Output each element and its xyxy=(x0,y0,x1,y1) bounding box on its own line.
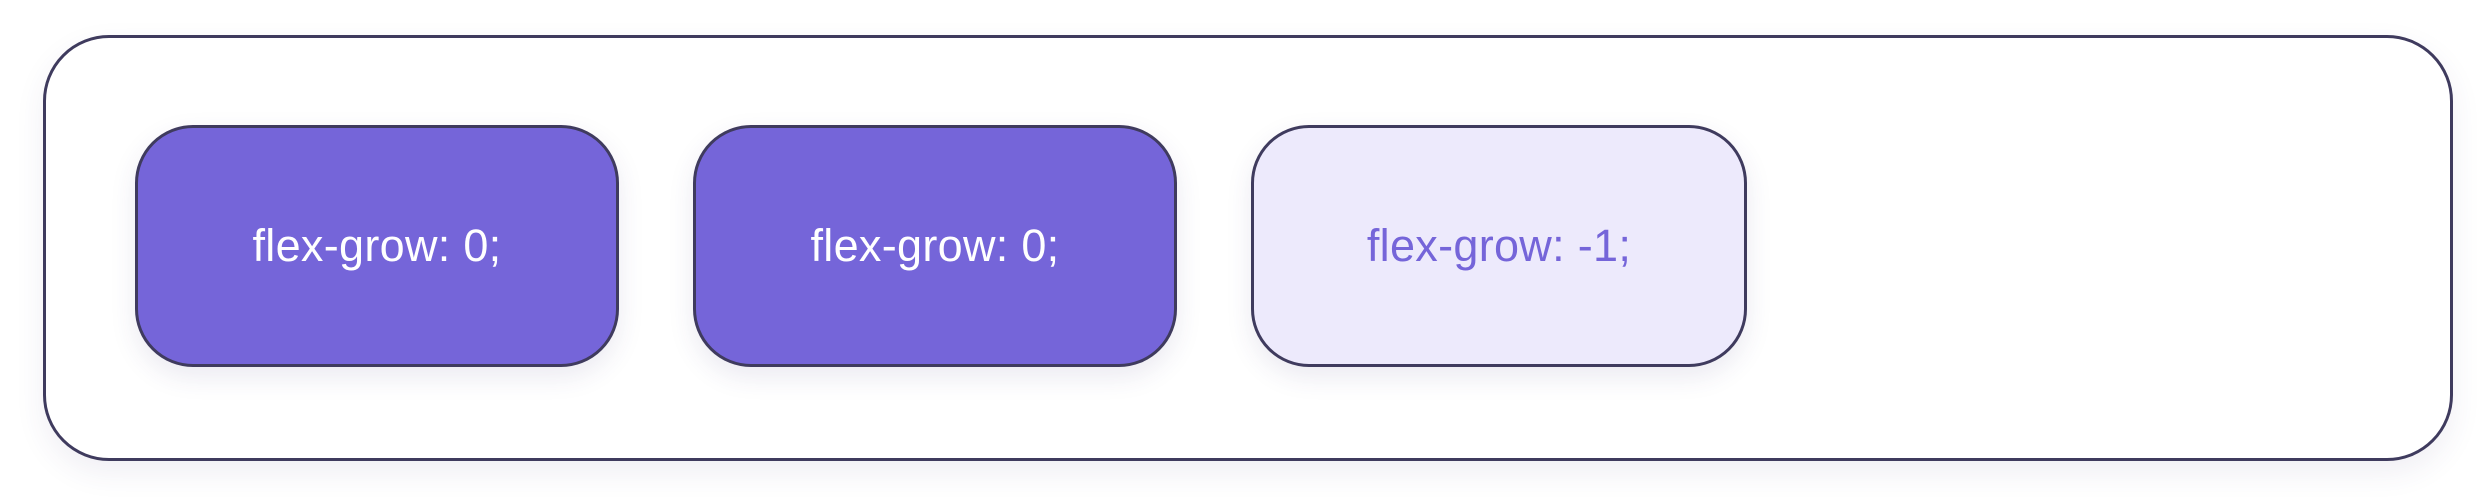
flex-container: flex-grow: 0; flex-grow: 0; flex-grow: -… xyxy=(43,35,2453,461)
flex-item-1: flex-grow: 0; xyxy=(135,125,619,367)
flex-item-3: flex-grow: -1; xyxy=(1251,125,1747,367)
flex-item-2: flex-grow: 0; xyxy=(693,125,1177,367)
flex-item-3-label: flex-grow: -1; xyxy=(1366,220,1632,271)
flex-item-1-label: flex-grow: 0; xyxy=(252,220,502,271)
flex-item-2-label: flex-grow: 0; xyxy=(810,220,1060,271)
